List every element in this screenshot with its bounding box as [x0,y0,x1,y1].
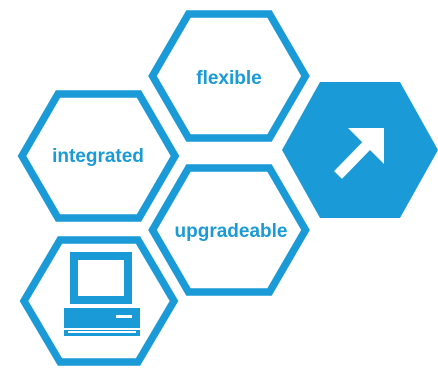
hex-arrow [282,82,438,218]
computer-icon [64,252,140,336]
hex-flexible-shape [148,10,310,142]
hex-upgradeable-label: upgradeable [175,221,288,242]
hex-integrated-shape [17,90,180,222]
hex-upgradeable-shape [148,164,310,296]
hex-flexible: flexible [148,10,310,142]
arrow-up-right-icon [334,128,384,179]
hex-upgradeable: upgradeable [148,164,310,296]
hex-computer [19,236,179,366]
hex-integrated-label: integrated [52,146,144,167]
hex-flexible-label: flexible [196,68,261,89]
hex-integrated: integrated [17,90,180,222]
